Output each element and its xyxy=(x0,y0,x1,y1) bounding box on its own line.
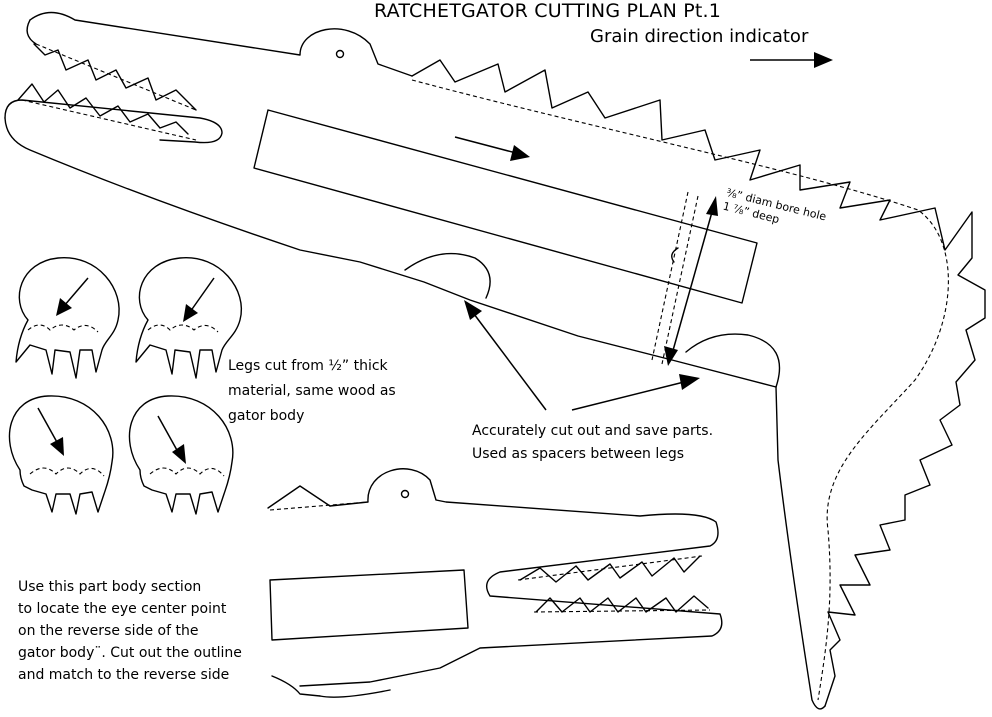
gator-leg-2 xyxy=(135,257,243,379)
legs-note: Legs cut from ½” thick material, same wo… xyxy=(228,358,396,424)
grain-arrow-body xyxy=(454,136,530,161)
spacer-cutout-upper xyxy=(404,252,491,299)
gator-leg-3 xyxy=(8,395,114,515)
bore-hole-lines xyxy=(651,191,718,366)
spacer-cutout-lower xyxy=(685,333,781,388)
spacer-pointer-arrows xyxy=(464,300,700,411)
grain-direction-label: Grain direction indicator xyxy=(590,26,809,47)
spacer-note: Accurately cut out and save parts. Used … xyxy=(472,423,714,462)
page-title: RATCHETGATOR CUTTING PLAN Pt.1 xyxy=(374,0,722,22)
gator-leg-1 xyxy=(15,257,120,379)
body-slot-rectangle xyxy=(253,109,758,304)
part-body-section xyxy=(267,468,723,698)
part-rectangle xyxy=(269,569,469,641)
grain-direction-arrow xyxy=(750,52,833,68)
part-note: Use this part body section to locate the… xyxy=(18,579,242,683)
gator-body-outline xyxy=(4,11,986,710)
gator-leg-4 xyxy=(128,395,234,515)
